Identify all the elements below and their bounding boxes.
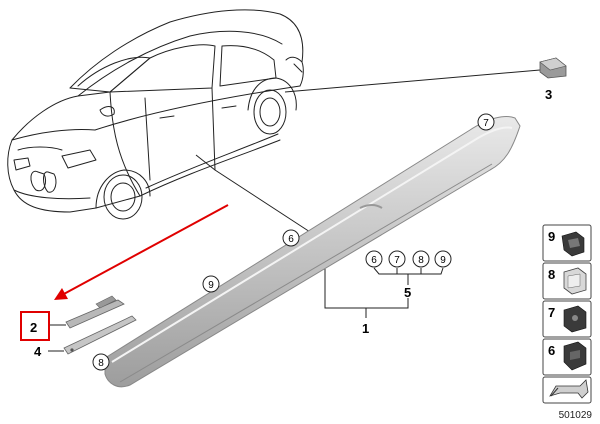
clip-6-icon	[563, 341, 587, 371]
circled-8-rail: 8	[92, 353, 110, 371]
reference-number: 501029	[559, 410, 593, 421]
clip-9-icon	[561, 231, 585, 257]
clip-8-icon	[563, 267, 587, 295]
svg-text:6: 6	[548, 343, 555, 358]
callout-5: 5	[404, 285, 411, 300]
svg-text:9: 9	[548, 229, 555, 244]
svg-text:8: 8	[98, 358, 104, 369]
svg-text:9: 9	[208, 280, 214, 291]
part-4-strip	[63, 315, 137, 355]
callout-3: 3	[545, 87, 552, 102]
legend-panel: 9 8 7 6	[542, 224, 592, 404]
legend-item-9: 9	[542, 224, 592, 262]
part-2-bracket	[65, 295, 125, 329]
circled-9-group: 9	[434, 250, 452, 268]
direction-arrow-icon	[549, 379, 589, 399]
circled-7-rail: 7	[477, 113, 495, 131]
circled-6-group: 6	[365, 250, 383, 268]
svg-text:6: 6	[371, 255, 377, 266]
part-3-clip	[539, 57, 567, 79]
clip-7-icon	[563, 305, 587, 333]
svg-text:9: 9	[440, 255, 446, 266]
direction-arrow-box	[542, 376, 592, 404]
circled-8-group: 8	[412, 250, 430, 268]
svg-text:8: 8	[418, 255, 424, 266]
legend-item-7: 7	[542, 300, 592, 338]
highlight-arrow	[54, 204, 229, 300]
callout-4: 4	[34, 344, 42, 359]
circled-6-rail: 6	[282, 229, 300, 247]
callout-1: 1	[362, 321, 369, 336]
legend-item-8: 8	[542, 262, 592, 300]
svg-text:8: 8	[548, 267, 555, 282]
side-sill-rail	[104, 116, 521, 388]
leader-lines	[48, 69, 541, 352]
svg-text:7: 7	[483, 118, 489, 129]
svg-text:7: 7	[548, 305, 555, 320]
svg-text:7: 7	[394, 255, 400, 266]
circled-9-rail: 9	[202, 275, 220, 293]
callout-2: 2	[30, 320, 37, 335]
car-outline	[7, 9, 304, 220]
legend-item-6: 6	[542, 338, 592, 376]
highlight-box	[20, 311, 50, 341]
circled-7-group: 7	[388, 250, 406, 268]
svg-text:6: 6	[288, 234, 294, 245]
